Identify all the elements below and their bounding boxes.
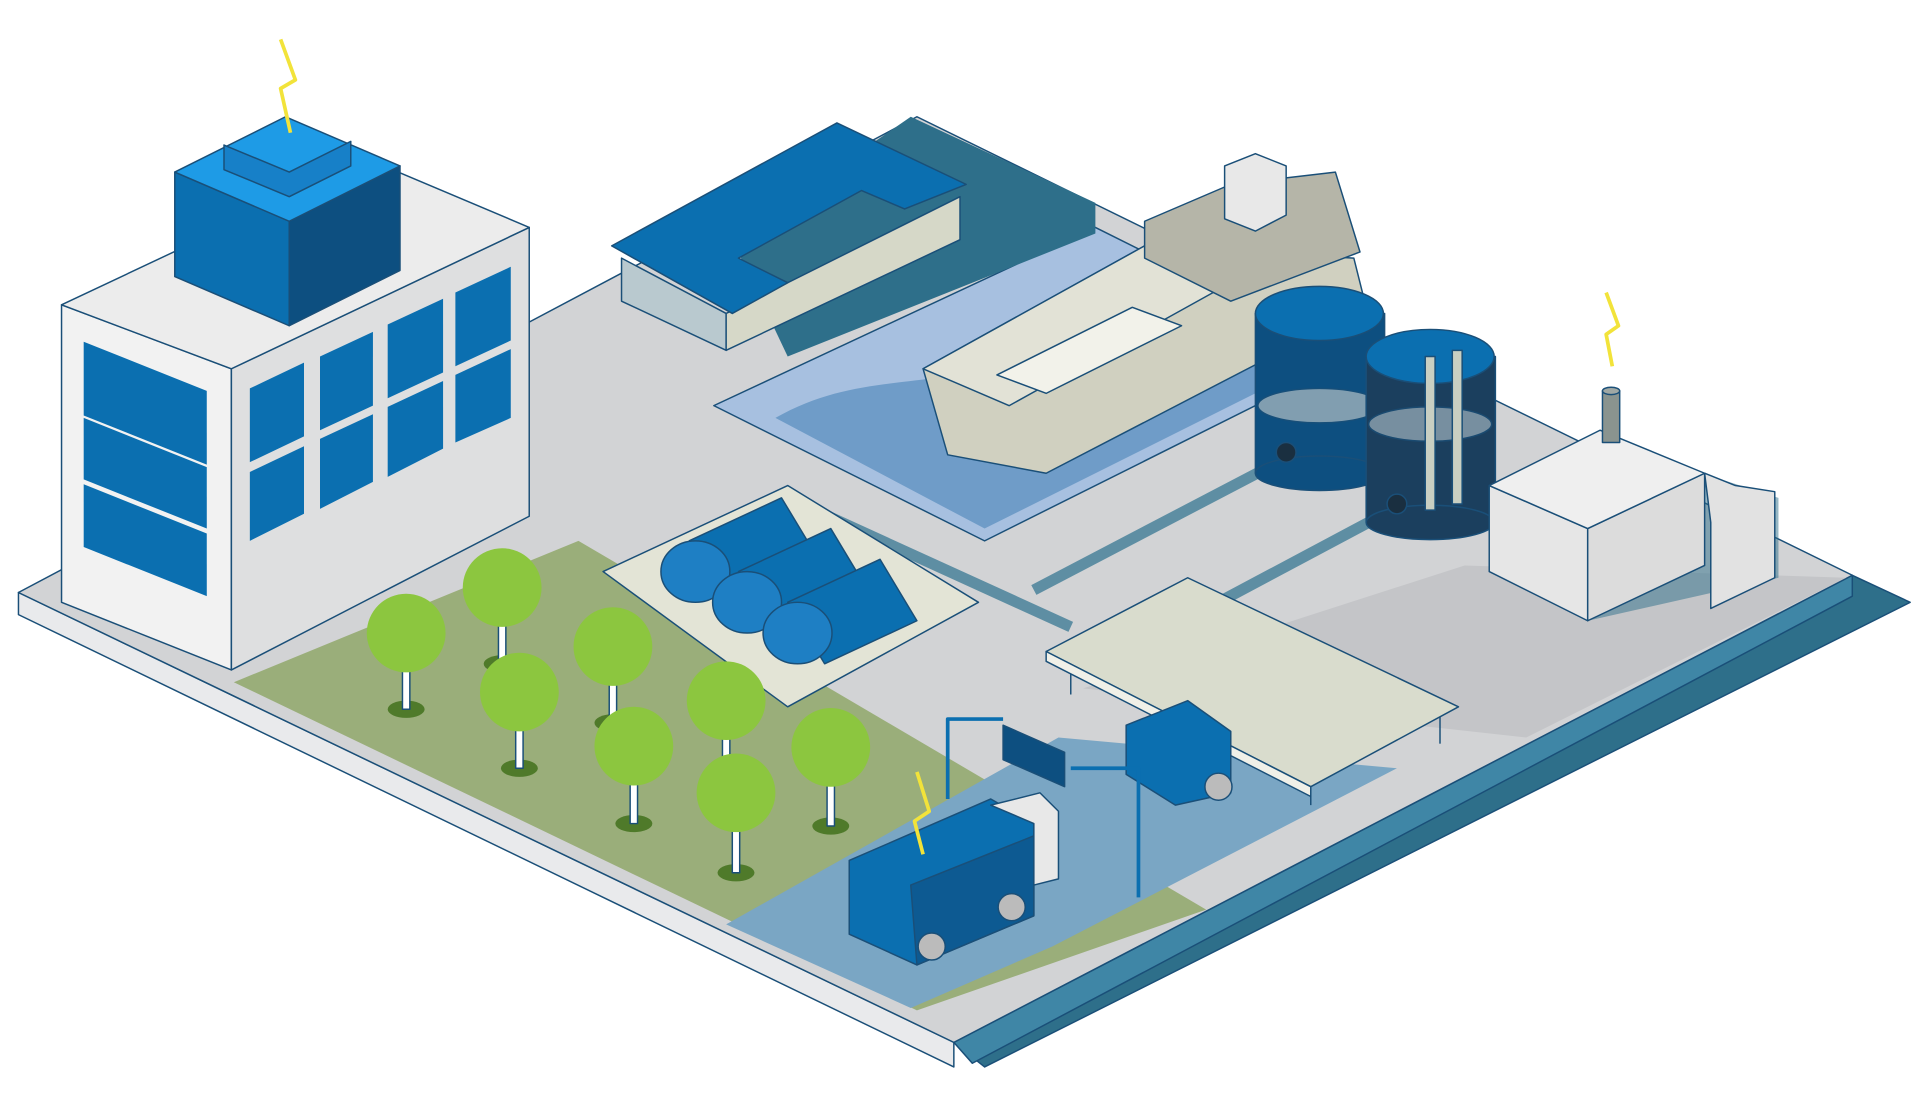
horizontal-tanks (602, 484, 980, 708)
electric-truck (848, 792, 1060, 966)
office-windows (83, 266, 511, 597)
charging-station (945, 717, 1141, 898)
office-building (60, 116, 530, 671)
tree (696, 753, 776, 882)
storage-tank-2 (1365, 328, 1497, 541)
lightning-bolt-icon (1604, 291, 1621, 367)
small-building (1488, 386, 1779, 622)
truck-charging (1125, 699, 1233, 806)
storage-tank-1 (1254, 285, 1386, 492)
tree (366, 593, 446, 718)
tree (594, 706, 674, 833)
warehouse (610, 116, 1096, 357)
trees (366, 548, 871, 882)
ship (922, 152, 1367, 474)
lightning-bolt-icon (278, 38, 298, 134)
charging-sign (1002, 724, 1066, 788)
tree (791, 708, 871, 835)
lightning-bolt-icon (912, 771, 932, 855)
tree (480, 652, 559, 777)
